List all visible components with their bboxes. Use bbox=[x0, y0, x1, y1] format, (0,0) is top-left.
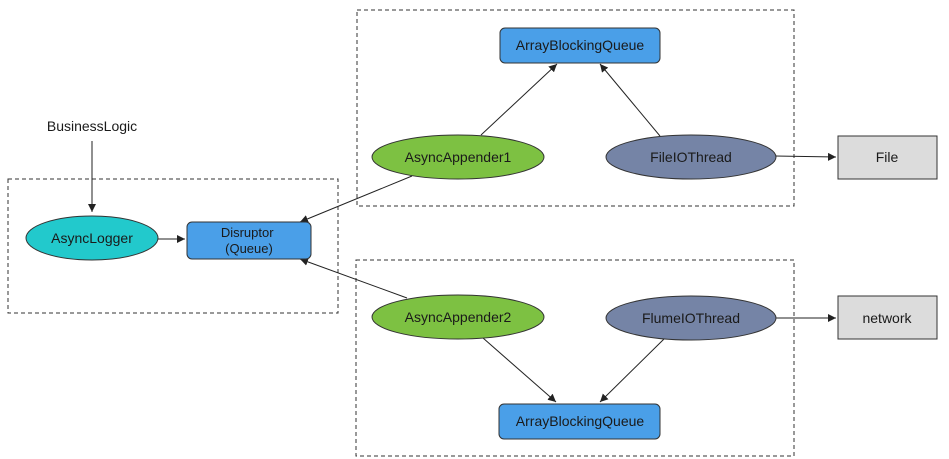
businesslogic-label: BusinessLogic bbox=[47, 118, 137, 134]
flumeio-thread-shape bbox=[605, 295, 777, 341]
edge-fileio-to-queue-top bbox=[599, 63, 661, 137]
edge-appender1-to-queue-top bbox=[480, 63, 558, 136]
disruptor-label: Disruptor (Queue) bbox=[221, 225, 277, 256]
logger-group-frame bbox=[7, 178, 339, 314]
file-output-node: File bbox=[837, 135, 938, 180]
asynclogger-label: AsyncLogger bbox=[51, 230, 133, 246]
edge-flumeio-to-queue-bottom bbox=[599, 338, 665, 403]
edge-appender1-to-disruptor bbox=[299, 175, 413, 223]
queue-top-label: ArrayBlockingQueue bbox=[516, 37, 645, 53]
appender2-node: AsyncAppender2 bbox=[371, 294, 545, 340]
queue-bottom-node: ArrayBlockingQueue bbox=[498, 403, 661, 440]
disruptor-label-line1: Disruptor bbox=[221, 225, 274, 240]
asynclogger-node: AsyncLogger bbox=[25, 215, 159, 261]
appender2-group-frame bbox=[355, 259, 795, 457]
disruptor-node: Disruptor (Queue) bbox=[186, 221, 312, 260]
appender1-group-frame bbox=[356, 9, 795, 207]
appender1-shape bbox=[371, 134, 545, 180]
appender1-node: AsyncAppender1 bbox=[371, 134, 545, 180]
fileio-thread-shape bbox=[605, 134, 777, 180]
queue-bottom-label: ArrayBlockingQueue bbox=[516, 413, 645, 429]
asynclogger-shape bbox=[25, 215, 159, 261]
edge-fileio-to-file bbox=[774, 152, 837, 161]
appender2-shape bbox=[371, 294, 545, 340]
edge-appender2-to-queue-bottom bbox=[482, 337, 557, 403]
appender1-label: AsyncAppender1 bbox=[405, 149, 512, 165]
edge-appender2-to-disruptor bbox=[299, 257, 408, 299]
disruptor-label-line2: (Queue) bbox=[225, 241, 273, 256]
appender2-label: AsyncAppender2 bbox=[405, 309, 512, 325]
network-output-shape bbox=[837, 295, 938, 340]
queue-top-node: ArrayBlockingQueue bbox=[499, 27, 661, 64]
file-output-label: File bbox=[876, 149, 899, 165]
flumeio-thread-node: FlumeIOThread bbox=[605, 295, 777, 341]
queue-top-shape bbox=[499, 27, 661, 64]
file-output-shape bbox=[837, 135, 938, 180]
flumeio-thread-label: FlumeIOThread bbox=[642, 310, 740, 326]
network-output-label: network bbox=[862, 310, 912, 326]
network-output-node: network bbox=[837, 295, 938, 340]
queue-bottom-shape bbox=[498, 403, 661, 440]
fileio-thread-label: FileIOThread bbox=[650, 149, 732, 165]
disruptor-shape bbox=[186, 221, 312, 260]
fileio-thread-node: FileIOThread bbox=[605, 134, 777, 180]
